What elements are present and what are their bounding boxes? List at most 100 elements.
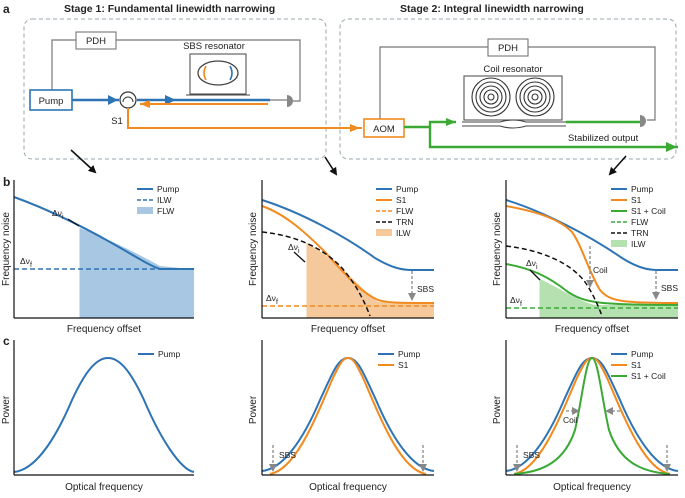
plot-c2: SBS Pump S1 Optical frequency Power [248, 340, 435, 493]
sbs-ring-icon [197, 60, 239, 86]
c2-y-label: Power [248, 395, 259, 424]
b2-s1-curve [261, 205, 435, 304]
s1-out-arrow [350, 124, 360, 132]
b3-sbs-label: SBS [661, 283, 678, 293]
b1-legend-flw: FLW [157, 206, 174, 216]
b1-x-label: Frequency offset [67, 324, 142, 335]
output-arrow [666, 142, 677, 152]
c3-legend-s1coil: S1 + Coil [631, 371, 666, 381]
coil-bus-lower [462, 125, 566, 129]
stage2-pdh-loop-right [528, 46, 656, 121]
circulator-icon [119, 91, 137, 109]
sbs-resonator-label: SBS resonator [183, 41, 245, 52]
b1-flw-fill [80, 228, 194, 318]
b1-dvf-label: Δνf [20, 256, 32, 269]
b3-legend-trn: TRN [631, 228, 648, 238]
stage2-box [339, 18, 677, 160]
b3-legend-ilw: ILW [631, 239, 645, 249]
b2-dvf-sym: Δν [266, 293, 276, 303]
b3-s1-curve [505, 205, 679, 304]
b2-pump-curve [261, 199, 434, 271]
c1-y-label: Power [1, 395, 12, 424]
b3-legend-ilw-swatch [611, 240, 627, 247]
b2-trn-curve [261, 231, 371, 317]
stabilized-output-label: Stabilized output [568, 133, 639, 144]
pump-beam-arrow-2 [165, 95, 176, 105]
b2-dvf-sub: f [276, 299, 278, 306]
b2-sbs-label: SBS [417, 284, 434, 294]
b2-dvi-sym: Δν [288, 242, 298, 252]
b2-ilw-fill [307, 243, 434, 318]
output-beam [428, 127, 678, 149]
b1-dvi-pointer [67, 218, 80, 227]
c1-x-label: Optical frequency [65, 482, 143, 493]
c3-coil-label: Coil [563, 415, 578, 425]
s1-out-beam [127, 108, 362, 129]
b1-pump-curve [13, 196, 194, 270]
stage2-pdh-loop-left [379, 46, 488, 119]
coil-in-arrow [446, 118, 456, 126]
sbs-ring-s1-icon [203, 65, 207, 81]
b2-legend-ilw: ILW [396, 228, 410, 238]
b3-dvf-sym: Δν [510, 295, 520, 305]
stage1-box [23, 18, 327, 160]
sbs-ring-pump-icon [229, 65, 233, 81]
b3-dvi-sym: Δν [526, 258, 536, 268]
c3-legend-pump: Pump [631, 349, 653, 359]
stage1-pdh-loop-left [51, 39, 76, 90]
b2-dvf-label: Δνf [266, 293, 278, 306]
b1-legend-ilw: ILW [157, 195, 171, 205]
stage1-pdh-loop-right [116, 39, 301, 102]
plot-b1: Δνi Δνf Pump ILW FLW Frequency offset Fr… [1, 180, 194, 335]
c3-s1coil-curve [513, 356, 671, 475]
c1-legend-pump: Pump [158, 349, 180, 359]
b3-dvf-label: Δνf [510, 295, 522, 308]
b1-dvi-sym: Δν [52, 208, 62, 218]
pump-label: Pump [39, 96, 64, 107]
stage1-pdh-label: PDH [86, 36, 106, 47]
b3-dvi-sub: i [536, 264, 538, 271]
b2-dvi-label: Δνi [288, 242, 300, 255]
b3-trn-curve [505, 245, 603, 317]
c2-legend-s1: S1 [398, 360, 409, 370]
pump-beam-arrow-1 [108, 95, 118, 105]
b3-x-label: Frequency offset [555, 324, 630, 335]
stage1-title: Stage 1: Fundamental linewidth narrowing [64, 3, 275, 15]
b3-dvi-pointer [529, 269, 541, 281]
b2-legend-s1: S1 [396, 195, 407, 205]
coil-spiral-left-icon [471, 77, 511, 117]
plot-b2: SBS Δνi Δνf Pump S1 FLW TRN ILW Frequenc… [248, 180, 434, 335]
plot-c3: SBS Coil Pump S1 S1 + Coil Optical frequ… [492, 340, 679, 493]
b3-dvi-label: Δνi [526, 258, 538, 271]
plot-c1: Pump Optical frequency Power [1, 340, 195, 493]
s1-label: S1 [111, 116, 123, 127]
pointer-arrow-1 [70, 149, 97, 174]
b2-dvi-sub: i [298, 248, 300, 255]
aom-label: AOM [373, 124, 395, 135]
stage2-pdh-label: PDH [498, 43, 518, 54]
panel-label-a: a [3, 2, 10, 16]
b3-coil-label: Coil [593, 265, 608, 275]
b2-legend-trn: TRN [396, 217, 413, 227]
c3-x-label: Optical frequency [553, 482, 631, 493]
b3-ilw-fill [540, 279, 678, 318]
s1-back-arrow [140, 100, 150, 108]
stage1-pdh-box [75, 31, 117, 50]
coil-resonator-label: Coil resonator [483, 64, 542, 75]
b3-legend-s1: S1 [631, 195, 642, 205]
b3-pump-curve [505, 199, 678, 271]
b2-legend-pump: Pump [396, 184, 418, 194]
c2-x-label: Optical frequency [309, 482, 387, 493]
pointer-arrow-3 [608, 155, 627, 176]
stage2-title: Stage 2: Integral linewidth narrowing [400, 3, 584, 15]
panel-label-b: b [3, 175, 10, 189]
b1-dvi-label: Δνi [52, 208, 64, 221]
c2-legend-pump: Pump [398, 349, 420, 359]
b2-legend-flw: FLW [396, 206, 413, 216]
pointer-arrow-2 [324, 156, 338, 176]
coil-bus-upper [462, 119, 566, 123]
plot-b3: Coil SBS Δνi Δνf Pump S1 S1 + Coil FLW T… [492, 180, 678, 335]
b3-dvf-sub: f [520, 301, 522, 308]
b1-legend-flw-swatch [137, 207, 153, 214]
